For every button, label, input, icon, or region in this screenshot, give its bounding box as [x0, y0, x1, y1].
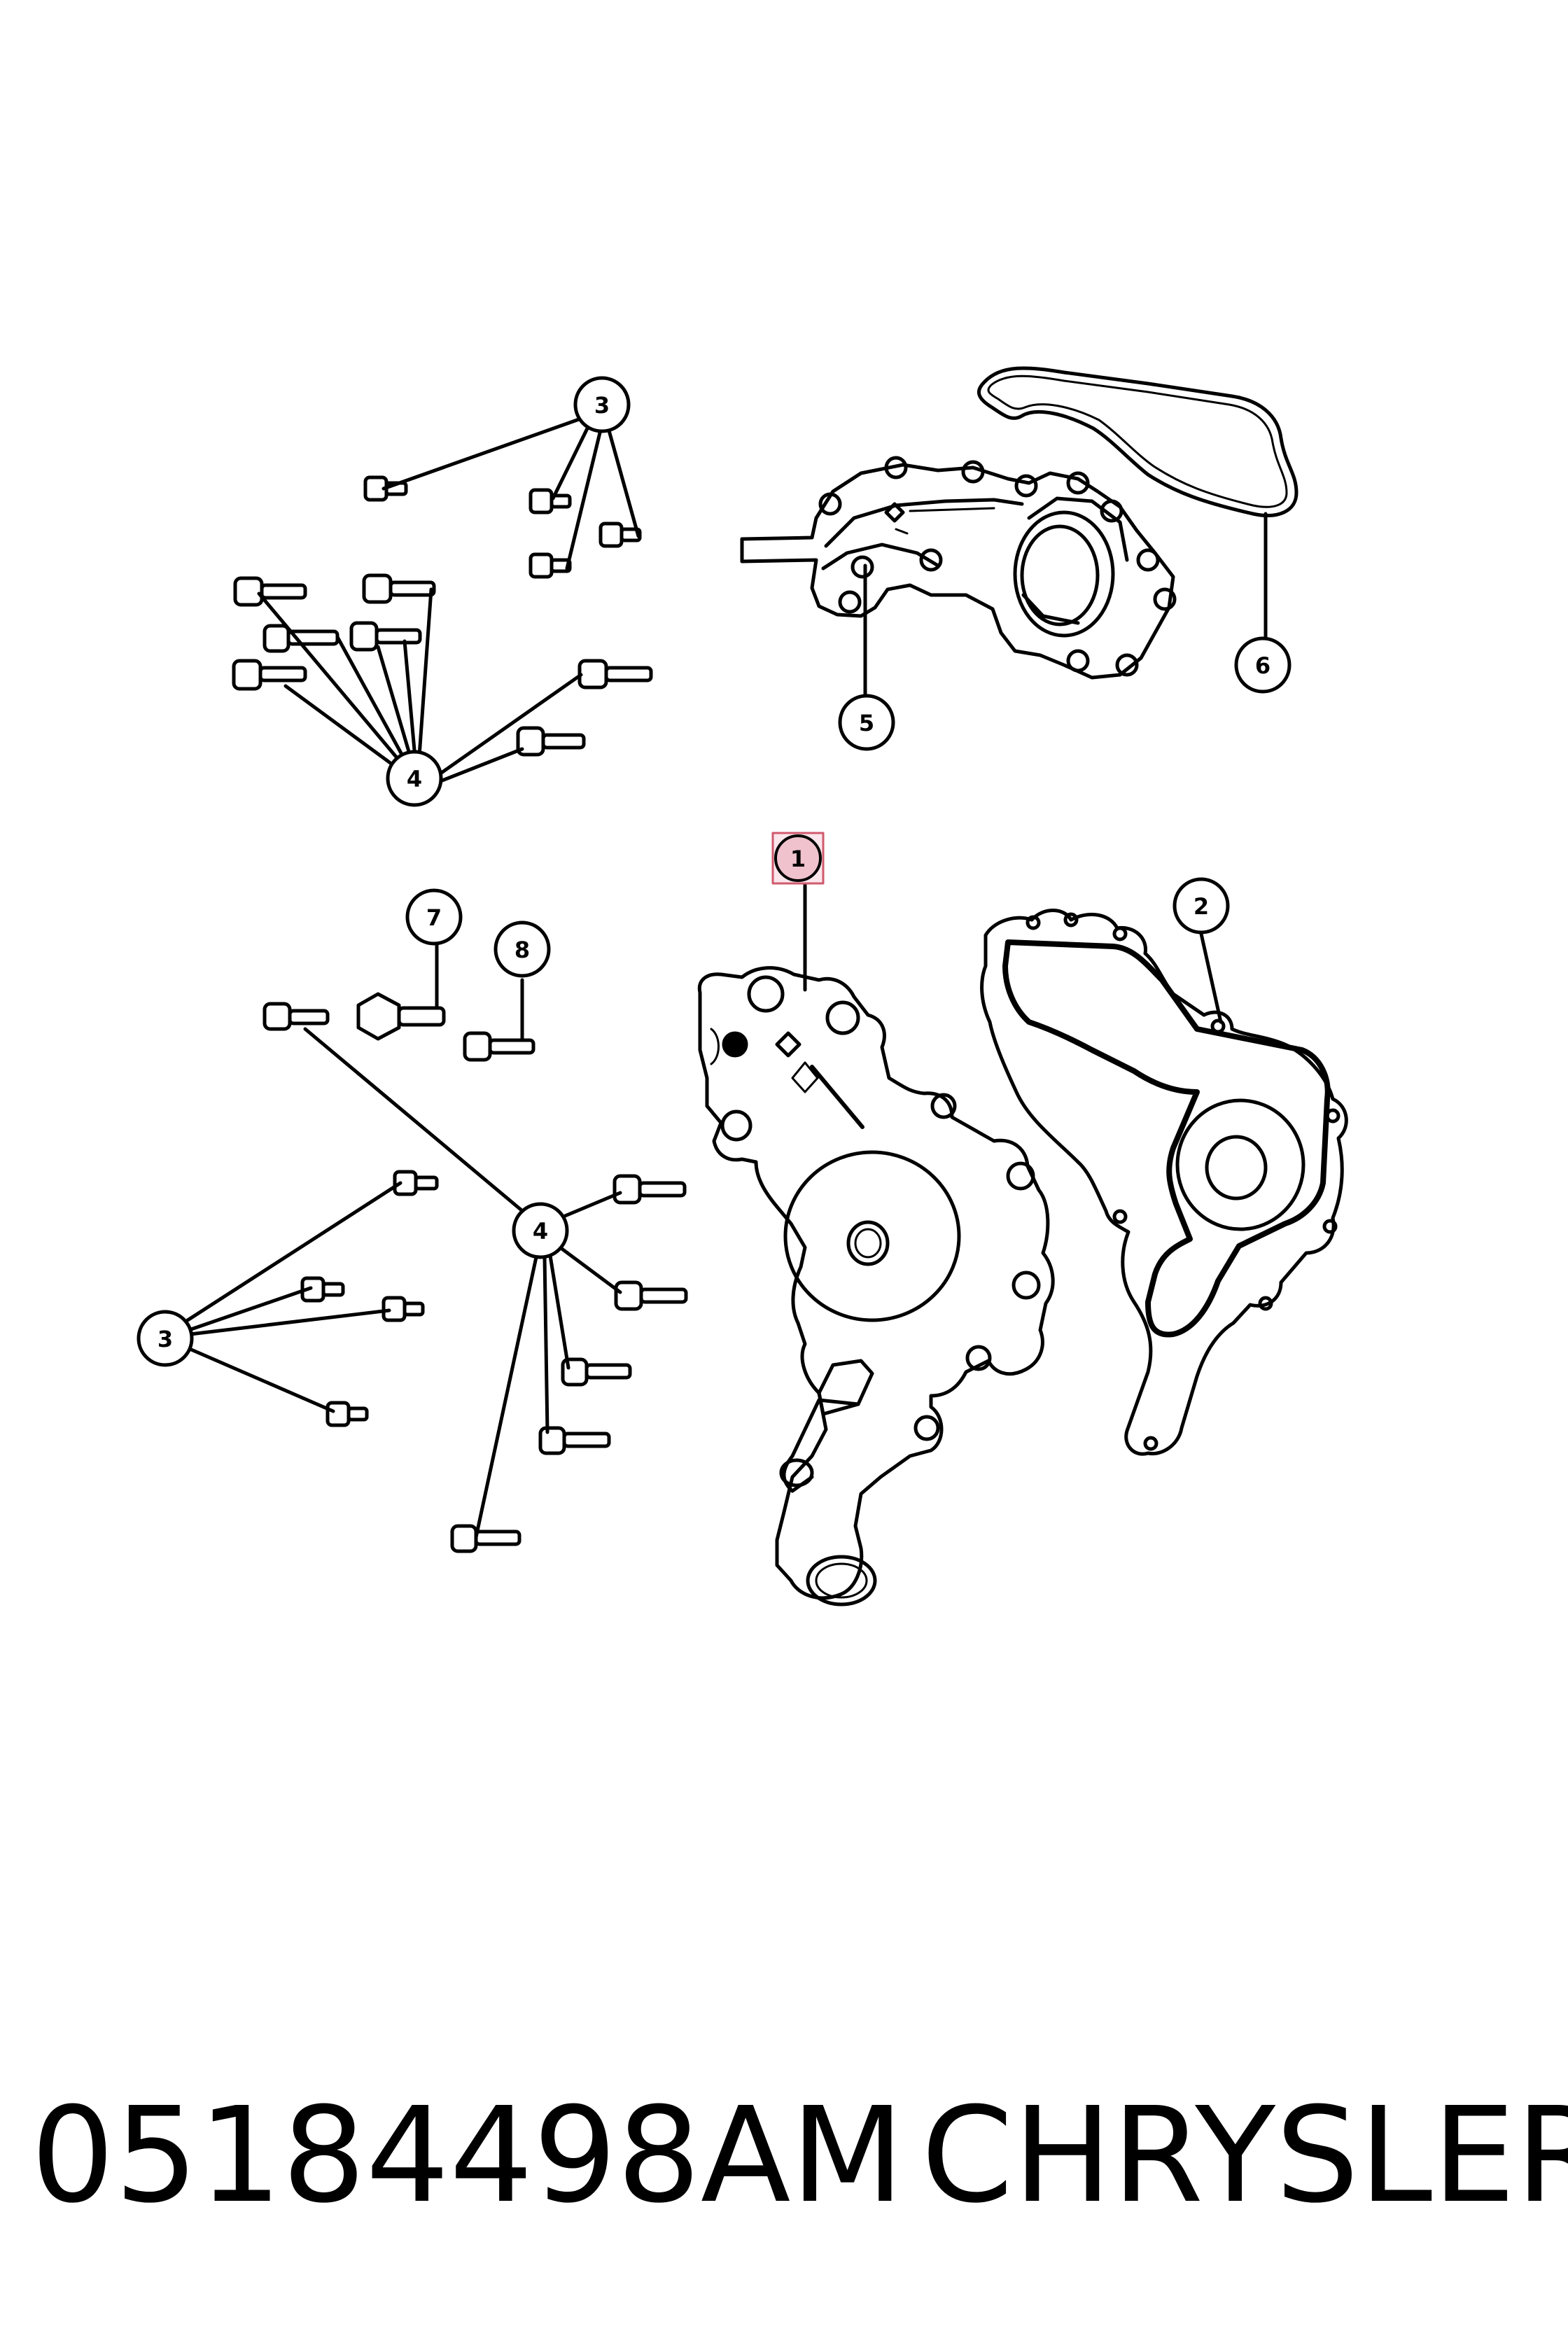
bolt-small[interactable]: [363, 475, 408, 502]
bolt-large[interactable]: [356, 992, 446, 1041]
bolt-long[interactable]: [612, 1174, 687, 1205]
bolt-small[interactable]: [528, 552, 572, 579]
callout-label-1: 1: [790, 846, 806, 872]
callout-label-4-top: 4: [407, 766, 422, 792]
bolt-long[interactable]: [561, 1357, 632, 1387]
bolt-long[interactable]: [614, 1280, 688, 1311]
callout-label-2: 2: [1194, 893, 1209, 920]
bolt-small[interactable]: [300, 1276, 345, 1303]
callout-bolt-top-3[interactable]: 3: [573, 376, 631, 433]
bolt-group-bottom-4: [303, 1027, 622, 1539]
callout-label-7: 7: [426, 904, 442, 931]
callout-label-5: 5: [859, 710, 874, 736]
callout-pump-gasket[interactable]: 2: [1172, 877, 1230, 934]
callout-label-3-top: 3: [594, 392, 610, 419]
bolt-long[interactable]: [516, 726, 586, 757]
bolt-small[interactable]: [326, 1401, 369, 1427]
bolt-long[interactable]: [262, 1002, 330, 1031]
bolt-small[interactable]: [598, 522, 642, 548]
bolt-long[interactable]: [362, 573, 436, 604]
callout-bolt-bottom-3[interactable]: 3: [136, 1310, 194, 1367]
bolt-group-top-4: [257, 587, 583, 785]
bolt-long[interactable]: [233, 576, 307, 607]
callout-bolt-medium[interactable]: 8: [493, 920, 551, 978]
leader-pump-gasket: [1199, 932, 1223, 1024]
callout-label-6: 6: [1255, 652, 1270, 679]
bolt-small[interactable]: [528, 488, 572, 514]
bolt-small[interactable]: [382, 1296, 425, 1322]
bolt-long[interactable]: [349, 621, 422, 652]
housing-gasket[interactable]: [977, 366, 1298, 517]
bolt-group-bottom-3: [183, 1181, 402, 1413]
water-pump-gasket[interactable]: [980, 909, 1348, 1456]
bolt-long[interactable]: [538, 1426, 611, 1455]
callout-bolt-top-4[interactable]: 4: [386, 750, 443, 807]
part-number: 05184498AM: [31, 2079, 904, 2232]
bolt-long[interactable]: [262, 624, 340, 653]
callout-label-8: 8: [514, 937, 530, 963]
callout-bolt-bottom-4[interactable]: 4: [512, 1202, 569, 1259]
callout-bolt-large[interactable]: 7: [405, 888, 463, 946]
manufacturer-name: CHRYSLER: [921, 2079, 1568, 2232]
thermostat-housing[interactable]: [740, 456, 1177, 680]
water-pump[interactable]: [697, 966, 1055, 1606]
callout-label-4-bottom: 4: [533, 1218, 548, 1245]
bolt-long[interactable]: [232, 659, 307, 691]
bolt-long[interactable]: [450, 1524, 522, 1553]
bolt-medium[interactable]: [463, 1031, 536, 1062]
callout-housing-gasket[interactable]: 6: [1234, 636, 1292, 694]
bolt-group-top-3: [382, 416, 640, 570]
callout-water-pump[interactable]: 1: [771, 832, 825, 885]
callout-label-3-bottom: 3: [158, 1326, 173, 1352]
callout-housing[interactable]: 5: [838, 694, 895, 751]
bolt-long[interactable]: [578, 659, 653, 690]
bolt-small[interactable]: [393, 1170, 439, 1196]
